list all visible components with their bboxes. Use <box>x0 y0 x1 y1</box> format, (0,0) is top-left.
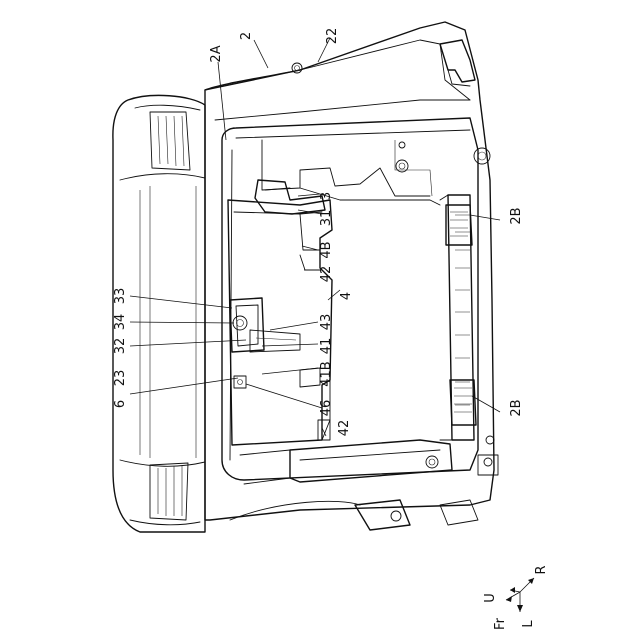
label-33: 33 <box>113 288 128 305</box>
label-23: 23 <box>113 370 128 387</box>
label-46: 46 <box>319 400 334 417</box>
label-34: 34 <box>113 314 128 331</box>
axis-label-fr: Fr <box>493 617 508 630</box>
label-32: 32 <box>113 338 128 355</box>
axis-label-r: R <box>534 565 549 574</box>
side-panel-23 <box>113 95 205 532</box>
label-2B-bottom: 2B <box>509 399 524 416</box>
label-2B-top: 2B <box>509 207 524 224</box>
label-4B: 4B <box>319 241 334 258</box>
label-22: 22 <box>325 28 340 45</box>
label-43: 43 <box>319 314 334 331</box>
label-4: 4 <box>339 292 354 300</box>
label-2A: 2A <box>209 45 224 62</box>
axis-label-l: L <box>521 620 536 628</box>
label-42-lower: 42 <box>337 420 352 437</box>
label-6: 6 <box>113 400 128 408</box>
label-31: 31 <box>319 210 334 227</box>
bottom-bracket <box>230 440 478 530</box>
label-41B: 41B <box>319 361 334 386</box>
hinge-strip-2B <box>440 148 498 475</box>
latch-assembly-3 <box>230 180 325 388</box>
label-42-upper: 42 <box>319 266 334 283</box>
label-41: 41 <box>319 338 334 355</box>
axis-label-u: U <box>483 593 498 603</box>
label-3: 3 <box>319 192 334 200</box>
label-2: 2 <box>239 32 254 40</box>
orientation-axes: R U Fr L <box>483 565 549 629</box>
